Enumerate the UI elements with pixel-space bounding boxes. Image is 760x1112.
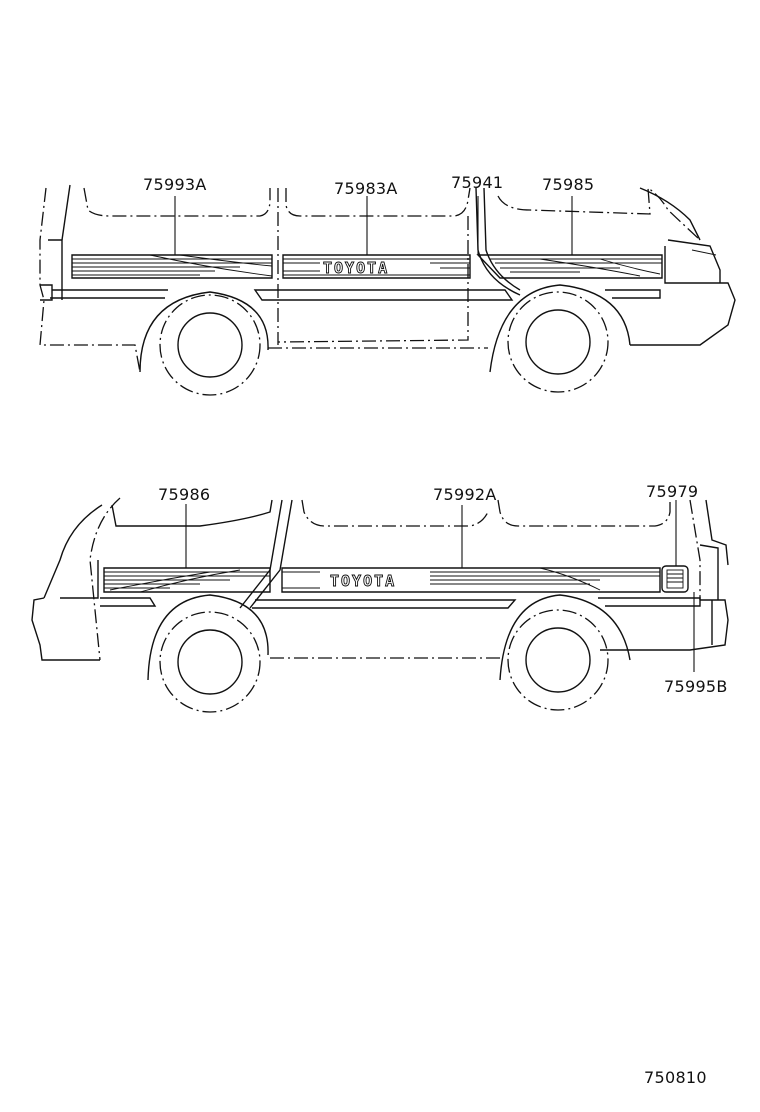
callout-75986: 75986 xyxy=(158,485,210,504)
toyota-emblem-top: TOYOTA xyxy=(323,259,389,277)
callout-75941: 75941 xyxy=(451,173,503,192)
callout-75993A: 75993A xyxy=(143,175,207,194)
callout-75992A: 75992A xyxy=(433,485,497,504)
top-van-view: 75993A 75983A 75941 75985 TOYOTA xyxy=(39,173,736,396)
callout-75995B: 75995B xyxy=(664,677,728,696)
toyota-emblem-bottom: TOYOTA xyxy=(330,572,396,590)
diagram-code: 750810 xyxy=(644,1068,707,1087)
callout-75983A: 75983A xyxy=(334,179,398,198)
callout-75985: 75985 xyxy=(542,175,594,194)
callout-75979: 75979 xyxy=(646,482,698,501)
bottom-van-view: 75986 75992A 75979 75995B TOYOTA xyxy=(31,482,729,713)
